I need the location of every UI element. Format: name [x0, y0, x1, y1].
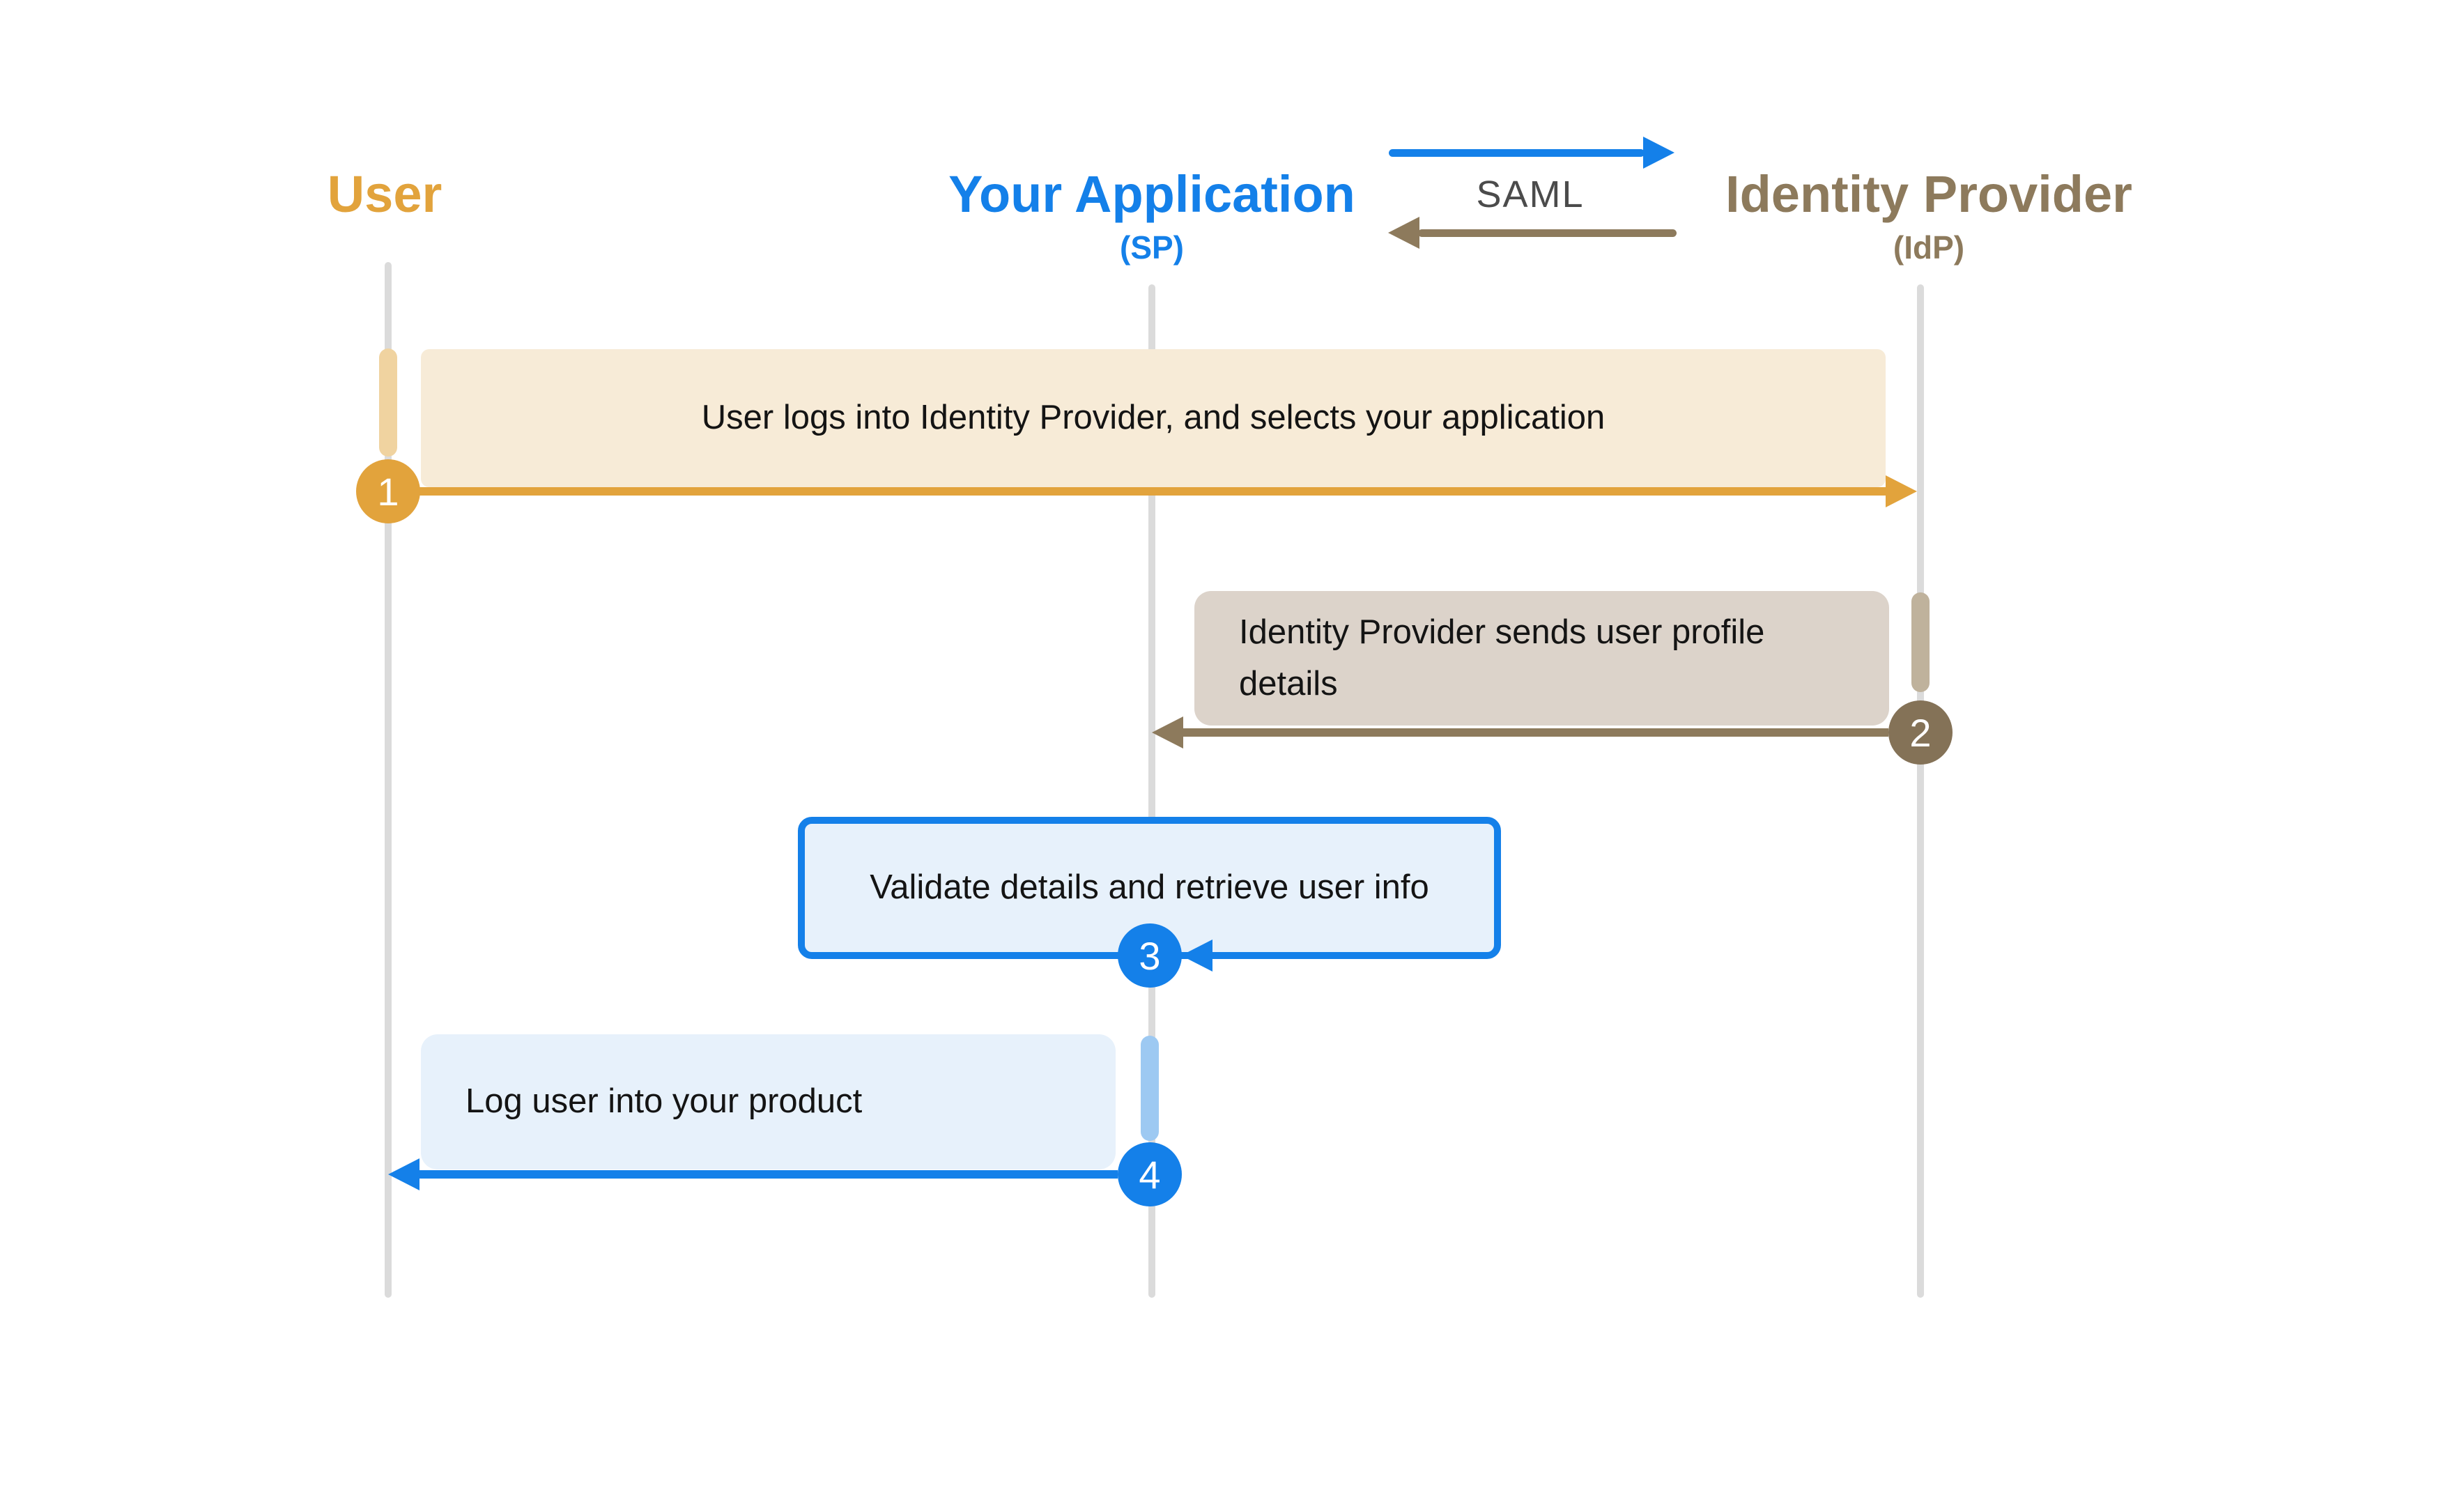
actor-user-title: User	[327, 165, 442, 223]
step-3-badge: 3	[1118, 923, 1182, 988]
step-4-arrowhead-left-icon	[388, 1158, 419, 1190]
saml-request-arrow-icon	[1389, 149, 1645, 157]
step-1-message-box: User logs into Identity Provider, and se…	[421, 349, 1886, 487]
step-2-message-box: Identity Provider sends user profile det…	[1194, 591, 1889, 726]
lifeline-app	[1148, 284, 1155, 1298]
step-2-number: 2	[1909, 710, 1932, 755]
step-4-badge: 4	[1118, 1142, 1182, 1206]
step-2-message-text: Identity Provider sends user profile det…	[1239, 613, 1765, 703]
activation-bar-user	[379, 348, 397, 457]
step-3-arrowhead-left-icon	[1181, 939, 1212, 972]
saml-request-arrowhead-icon	[1643, 137, 1674, 169]
step-1-arrow-line	[418, 487, 1886, 496]
step-4-message-text: Log user into your product	[465, 1082, 863, 1121]
saml-response-arrowhead-icon	[1388, 217, 1419, 249]
step-1-number: 1	[377, 469, 399, 514]
step-4-number: 4	[1139, 1152, 1161, 1197]
lifeline-user	[385, 262, 392, 1298]
actor-idp-subtitle: (IdP)	[1893, 229, 1965, 266]
saml-response-arrow-icon	[1418, 229, 1677, 237]
step-1-badge: 1	[356, 459, 420, 523]
activation-bar-idp	[1911, 592, 1930, 692]
activation-bar-app	[1141, 1036, 1159, 1141]
saml-label: SAML	[1476, 174, 1585, 215]
step-2-arrow-line	[1183, 728, 1888, 737]
step-2-badge: 2	[1888, 700, 1953, 765]
step-2-arrowhead-left-icon	[1152, 716, 1183, 749]
step-4-message-box: Log user into your product	[421, 1034, 1116, 1169]
step-3-message-text: Validate details and retrieve user info	[870, 868, 1429, 907]
step-1-message-text: User logs into Identity Provider, and se…	[701, 399, 1606, 437]
actor-idp-title: Identity Provider	[1725, 165, 2132, 223]
lifeline-idp	[1917, 284, 1924, 1298]
actor-app-subtitle: (SP)	[1120, 229, 1184, 266]
actor-app-title: Your Application	[948, 165, 1355, 223]
step-4-arrow-line	[417, 1170, 1118, 1179]
step-3-number: 3	[1139, 933, 1161, 978]
step-1-arrowhead-right-icon	[1886, 475, 1917, 507]
